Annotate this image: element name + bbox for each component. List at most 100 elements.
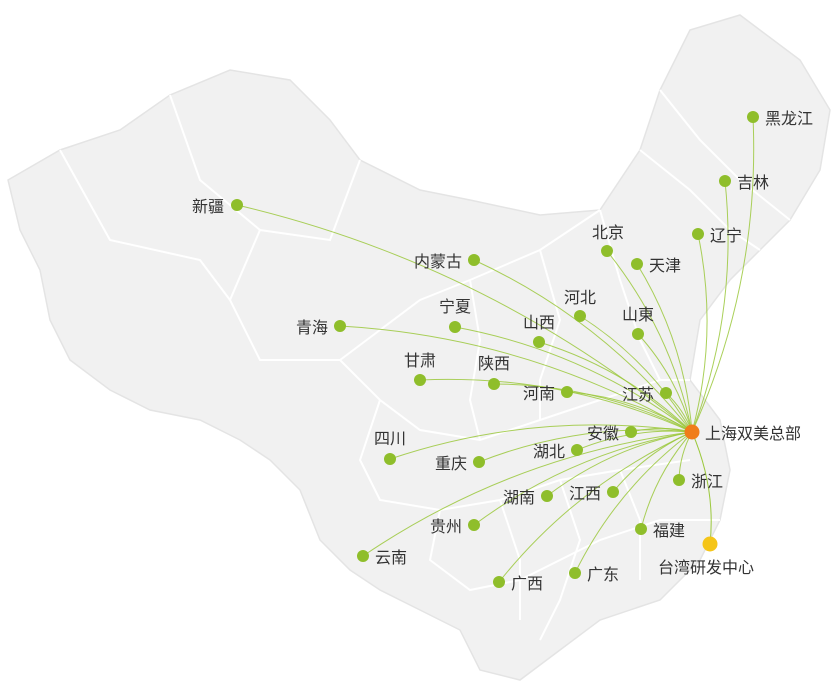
city-label: 黑龙江	[765, 109, 813, 128]
city-dot[interactable]	[384, 453, 396, 465]
city-dot[interactable]	[660, 387, 672, 399]
city-dot[interactable]	[569, 567, 581, 579]
province-border	[59, 149, 231, 301]
province-border	[428, 509, 720, 592]
china-outline	[7, 14, 831, 681]
hub-dot[interactable]	[684, 424, 700, 440]
link-line	[473, 259, 693, 433]
hub-group: 上海双美总部 台湾研发中心	[658, 424, 801, 577]
city-label: 宁夏	[439, 297, 471, 316]
rd-center-label: 台湾研发中心	[658, 558, 754, 577]
link-line	[389, 424, 693, 460]
city-dot[interactable]	[673, 474, 685, 486]
city-label: 辽宁	[710, 226, 742, 245]
city-label: 福建	[653, 521, 685, 540]
link-line	[606, 250, 693, 433]
province-border	[358, 399, 691, 512]
city-label: 内蒙古	[414, 252, 462, 271]
city-label: 江西	[569, 484, 601, 503]
link-line	[454, 326, 693, 433]
city-dot[interactable]	[692, 228, 704, 240]
city-label: 安徽	[587, 424, 619, 443]
city-label: 陕西	[478, 354, 510, 373]
link-line	[473, 431, 693, 526]
city-dot[interactable]	[449, 321, 461, 333]
city-dot[interactable]	[747, 111, 759, 123]
city-label: 山西	[523, 313, 555, 332]
city-label: 河北	[564, 288, 596, 307]
city-label: 河南	[523, 384, 555, 403]
city-label: 江苏	[622, 385, 654, 404]
province-border	[659, 89, 791, 221]
link-line	[574, 431, 693, 574]
city-label: 青海	[296, 318, 328, 337]
link-line	[637, 333, 693, 433]
city-dot[interactable]	[574, 310, 586, 322]
city-label: 浙江	[691, 472, 723, 491]
province-border	[499, 499, 521, 620]
link-line	[640, 431, 693, 530]
hub-label: 上海双美总部	[705, 424, 801, 443]
city-label: 吉林	[737, 173, 769, 192]
link-line	[538, 341, 693, 433]
city-label: 北京	[592, 223, 624, 242]
link-line-rd	[691, 431, 712, 545]
link-line	[636, 263, 693, 433]
province-border	[639, 149, 761, 251]
link-line	[478, 429, 693, 463]
city-dot[interactable]	[334, 320, 346, 332]
province-border	[468, 279, 482, 441]
city-label: 湖北	[533, 442, 565, 461]
link-line	[498, 431, 693, 583]
city-label: 湖南	[503, 488, 535, 507]
link-line	[691, 180, 729, 433]
city-dot[interactable]	[493, 576, 505, 588]
city-dot[interactable]	[533, 336, 545, 348]
link-line	[236, 204, 693, 433]
city-dot[interactable]	[414, 374, 426, 386]
city-dot[interactable]	[473, 456, 485, 468]
link-line	[339, 325, 693, 433]
city-label: 广东	[587, 565, 619, 584]
connection-lines	[236, 116, 755, 583]
city-dot[interactable]	[632, 328, 644, 340]
city-label: 新疆	[192, 197, 224, 216]
city-label: 云南	[375, 548, 407, 567]
city-dot[interactable]	[631, 258, 643, 270]
city-dot[interactable]	[488, 378, 500, 390]
province-border	[539, 249, 562, 420]
city-dot[interactable]	[607, 486, 619, 498]
link-line	[566, 391, 693, 433]
city-dot[interactable]	[601, 245, 613, 257]
city-dot[interactable]	[231, 199, 243, 211]
city-label: 重庆	[435, 454, 467, 473]
city-dot[interactable]	[635, 523, 647, 535]
city-dot[interactable]	[468, 254, 480, 266]
province-border	[619, 469, 641, 580]
city-dot[interactable]	[719, 175, 731, 187]
province-border	[599, 209, 661, 381]
city-label: 甘肃	[404, 351, 436, 370]
rd-center-dot[interactable]	[702, 536, 718, 552]
link-line	[419, 378, 693, 433]
link-line	[493, 383, 693, 433]
city-label: 山東	[622, 305, 654, 324]
city-dot[interactable]	[468, 519, 480, 531]
link-line	[579, 315, 693, 433]
city-dot[interactable]	[357, 550, 369, 562]
link-line	[691, 116, 755, 433]
city-dot[interactable]	[571, 444, 583, 456]
city-label: 天津	[649, 256, 681, 275]
province-border	[228, 209, 601, 361]
city-dot[interactable]	[541, 490, 553, 502]
city-label: 广西	[511, 574, 543, 593]
city-dot[interactable]	[625, 426, 637, 438]
city-dot[interactable]	[561, 386, 573, 398]
city-label: 四川	[374, 429, 406, 448]
link-line	[362, 431, 693, 557]
link-line	[691, 233, 708, 433]
city-label: 贵州	[430, 517, 462, 536]
